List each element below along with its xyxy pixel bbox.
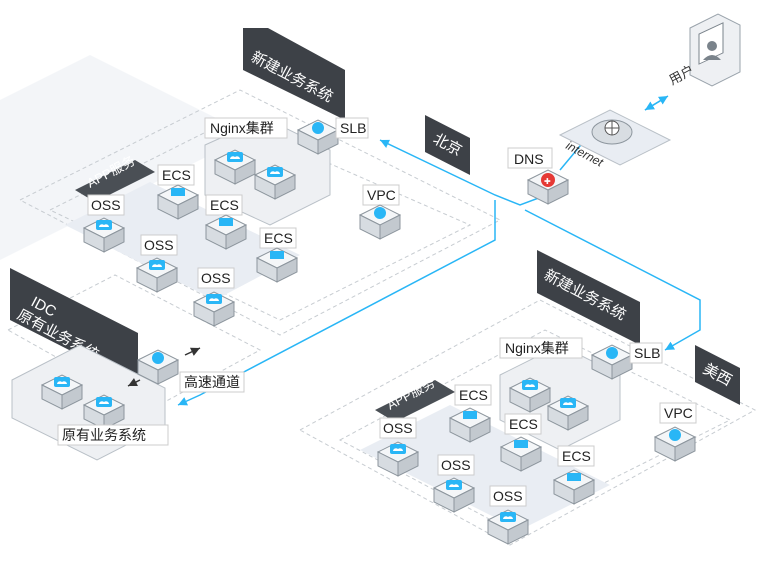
channel-icon [152, 352, 164, 364]
ecs-label: ECS [210, 197, 239, 213]
meixi-app-panel: APP服务 [360, 375, 610, 530]
beijing-vpc-node: VPC [359, 184, 401, 240]
beijing-oss-1: OSS [83, 194, 125, 253]
meixi-ecs-1: ECS [449, 384, 492, 443]
internet-node [558, 109, 672, 166]
user-head [707, 41, 717, 51]
vpc-icon [669, 429, 681, 441]
ecs-label: ECS [162, 167, 191, 183]
meixi-system-outline [338, 329, 732, 531]
user-node [689, 13, 741, 87]
beijing-nginx-label: Nginx集群 [210, 120, 274, 136]
banner-beijing-system: 新建业务系统 [243, 28, 345, 120]
banner-beijing: 北京 [425, 115, 470, 175]
banner-meixi-system: 新建业务系统 [537, 250, 640, 345]
beijing-to-idc-line [177, 200, 496, 406]
slb-icon [606, 347, 618, 359]
beijing-ecs-3: ECS [256, 227, 298, 283]
meixi-nginx-label: Nginx集群 [505, 340, 569, 356]
beijing-ecs-1: ECS [157, 164, 199, 220]
ecs-icon [270, 251, 284, 259]
meixi-oss-1: OSS [377, 417, 419, 477]
dns-shield-icon [541, 173, 555, 187]
ecs-icon [463, 411, 477, 419]
beijing-oss-2: OSS [136, 234, 178, 293]
slb-icon [312, 122, 324, 134]
meixi-vpc-label: VPC [664, 405, 693, 421]
idc-system-label: 原有业务系统 [62, 427, 146, 443]
ecs-label: ECS [509, 416, 538, 432]
meixi-oss-3: OSS [487, 485, 529, 545]
meixi-ecs-2: ECS [500, 413, 542, 472]
ecs-label: ECS [562, 448, 591, 464]
oss-label: OSS [91, 197, 121, 213]
meixi-slb-label: SLB [634, 345, 660, 361]
background-band [0, 55, 250, 260]
oss-label: OSS [441, 457, 471, 473]
ecs-label: ECS [264, 230, 293, 246]
ecs-icon [514, 440, 528, 448]
beijing-vpc-label: VPC [367, 187, 396, 203]
ecs-icon [219, 218, 233, 226]
meixi-ecs-3: ECS [553, 445, 595, 505]
ecs-icon [171, 188, 185, 196]
beijing-oss-3: OSS [193, 267, 235, 327]
dns-to-meixi-slb-line [524, 209, 701, 351]
vpc-icon [374, 207, 386, 219]
beijing-region-outline [18, 89, 502, 336]
ecs-icon [567, 473, 581, 481]
meixi-slb-node: SLB [591, 342, 663, 380]
svg-text:✚: ✚ [544, 177, 551, 186]
dns-node: DNS ✚ [507, 147, 569, 205]
beijing-system-outline [48, 119, 472, 321]
meixi-oss-2: OSS [433, 454, 475, 513]
oss-label: OSS [201, 270, 231, 286]
banner-meixi: 美西 [695, 345, 740, 405]
ecs-label: ECS [459, 387, 488, 403]
oss-label: OSS [144, 237, 174, 253]
meixi-vpc-node: VPC [654, 402, 697, 462]
idc-legacy-system: 原有业务系统 [11, 344, 169, 461]
oss-label: OSS [493, 488, 523, 504]
dns-label: DNS [514, 151, 544, 167]
channel-label: 高速通道 [184, 374, 240, 390]
high-speed-channel-node: 高速通道 [127, 347, 245, 393]
beijing-slb-label: SLB [340, 120, 366, 136]
beijing-ecs-2: ECS [205, 194, 247, 250]
beijing-slb-node: SLB [297, 117, 369, 155]
meixi-region-outline [298, 299, 757, 546]
user-internet-arrow-2 [644, 95, 669, 111]
oss-label: OSS [383, 420, 413, 436]
